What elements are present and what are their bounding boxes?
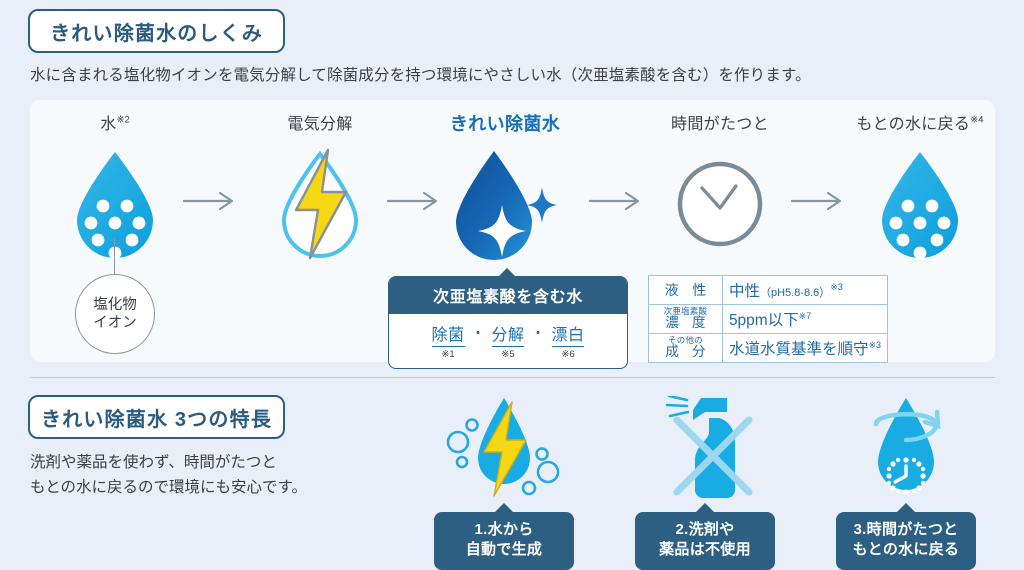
spec-value: 5ppm以下※7 xyxy=(721,304,889,334)
step-electrolysis-label: 電気分解 xyxy=(287,116,353,133)
step-water-label: 水※2 xyxy=(100,114,130,133)
water-drop-sparkle-icon xyxy=(425,148,585,263)
arrow-right-icon xyxy=(588,190,644,212)
feature-returns-to-water: 3.時間がたつと もとの水に戻る xyxy=(820,392,992,570)
feature-caption-line-1: 3.時間がたつと xyxy=(853,521,959,538)
features-lead-line-1: 洗剤や薬品を使わず、時間がたつと xyxy=(30,454,277,471)
step-clean-sanitizing-water-label: きれい除菌水 xyxy=(449,114,561,134)
drop-clock-return-icon xyxy=(820,392,992,500)
features-section-heading: きれい除菌水 3つの特長 xyxy=(28,395,285,439)
section-divider xyxy=(30,377,995,378)
hclo-term-separator: ・ xyxy=(530,325,546,342)
chloride-ion-callout: 塩化物 イオン xyxy=(75,274,155,354)
water-drop-lightning-icon xyxy=(240,146,400,261)
hclo-term: 漂白 ※6 xyxy=(551,321,585,360)
hclo-water-box: 次亜塩素酸を含む水 除菌 ※1 ・ 分解 ※5 ・ 漂白 ※6 xyxy=(388,276,628,369)
mechanism-lead-text: 水に含まれる塩化物イオンを電気分解して除菌成分を持つ環境にやさしい水（次亜塩素酸… xyxy=(30,67,811,84)
feature-caption-line-2: もとの水に戻る xyxy=(852,541,960,559)
arrow-right-icon xyxy=(386,190,442,212)
step-back-to-water-label: もとの水に戻る※4 xyxy=(856,114,984,133)
spec-key: 液 性 xyxy=(648,275,723,305)
spec-value: 水道水質基準を順守※3 xyxy=(721,333,889,363)
feature-caption: 3.時間がたつと もとの水に戻る xyxy=(836,503,976,570)
step-clean-sanitizing-water: きれい除菌水 xyxy=(425,110,585,263)
step-time-passes-label: 時間がたつと xyxy=(671,116,769,133)
mechanism-section-heading: きれい除菌水のしくみ xyxy=(28,9,285,53)
feature-no-detergent: 2.洗剤や 薬品は不使用 xyxy=(619,392,791,570)
feature-caption-line-2: 薬品は不使用 xyxy=(659,541,751,559)
feature-caption-line-2: 自動で生成 xyxy=(465,541,543,559)
callout-connector-line xyxy=(114,238,115,276)
spec-key: 次亜塩素酸 濃 度 xyxy=(648,304,723,334)
water-spec-table: 液 性 中性（pH5.8-8.6）※3 次亜塩素酸 濃 度 5ppm以下※7 そ… xyxy=(648,275,889,363)
feature-caption: 2.洗剤や 薬品は不使用 xyxy=(635,503,775,570)
hclo-term: 分解 ※5 xyxy=(491,321,525,360)
feature-caption: 1.水から 自動で生成 xyxy=(434,503,574,570)
water-drop-dots-icon xyxy=(35,146,195,261)
spec-key: その他の 成 分 xyxy=(648,333,723,363)
hclo-box-pointer xyxy=(498,268,516,277)
table-row: 液 性 中性（pH5.8-8.6）※3 xyxy=(648,275,889,305)
step-water: 水※2 xyxy=(35,110,195,261)
step-time-passes: 時間がたつと xyxy=(640,110,800,261)
spray-bottle-crossed-icon xyxy=(619,392,791,500)
table-row: 次亜塩素酸 濃 度 5ppm以下※7 xyxy=(648,304,889,334)
spec-value: 中性（pH5.8-8.6）※3 xyxy=(721,275,889,305)
feature-caption-line-1: 2.洗剤や xyxy=(675,521,735,538)
hclo-term: 除菌 ※1 xyxy=(431,321,465,360)
hclo-box-title: 次亜塩素酸を含む水 xyxy=(389,277,627,314)
hclo-box-terms: 除菌 ※1 ・ 分解 ※5 ・ 漂白 ※6 xyxy=(389,314,627,368)
hclo-term-separator: ・ xyxy=(470,325,486,342)
features-lead-line-2: もとの水に戻るので環境にも安心です。 xyxy=(30,479,307,497)
clock-icon xyxy=(640,146,800,261)
step-electrolysis: 電気分解 xyxy=(240,110,400,261)
feature-auto-generation: 1.水から 自動で生成 xyxy=(418,392,590,570)
step-back-to-water: もとの水に戻る※4 xyxy=(840,110,1000,261)
arrow-right-icon xyxy=(790,190,846,212)
table-row: その他の 成 分 水道水質基準を順守※3 xyxy=(648,333,889,363)
arrow-right-icon xyxy=(182,190,238,212)
feature-caption-line-1: 1.水から xyxy=(474,521,534,538)
drop-lightning-bubbles-icon xyxy=(418,392,590,500)
features-lead-text: 洗剤や薬品を使わず、時間がたつと もとの水に戻るので環境にも安心です。 xyxy=(30,450,307,500)
water-drop-dots-icon xyxy=(840,146,1000,261)
